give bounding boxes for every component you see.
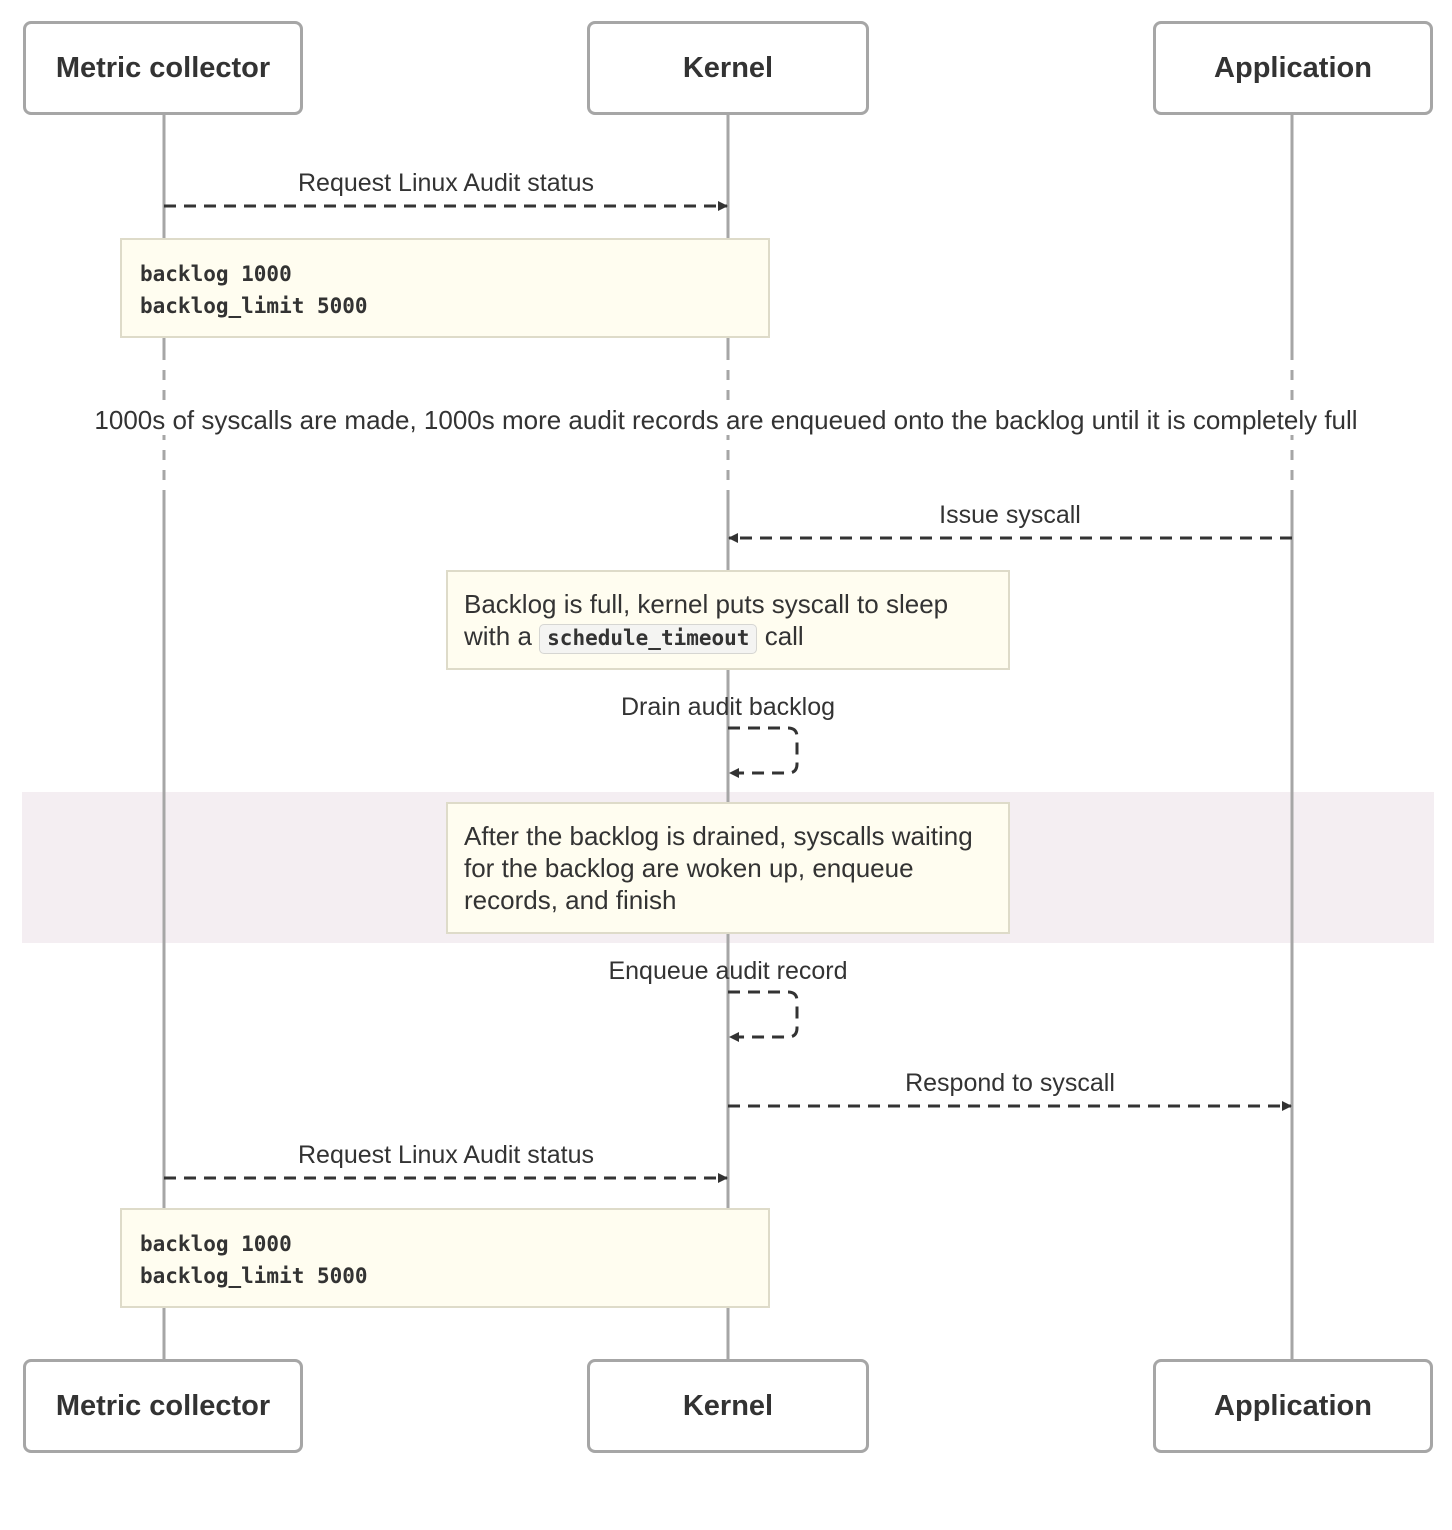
note-audit-status-1: backlog 1000 backlog_limit 5000 — [120, 238, 770, 338]
divider-text: 1000s of syscalls are made, 1000s more a… — [90, 405, 1362, 435]
inline-code: schedule_timeout — [539, 624, 758, 654]
participant-application-top: Application — [1153, 21, 1433, 115]
note-line: for the backlog are woken up, enqueue — [464, 853, 914, 883]
note-text-fragment: call — [764, 621, 804, 651]
message-drain-backlog: Drain audit backlog — [620, 693, 836, 721]
message-issue-syscall: Issue syscall — [939, 501, 1081, 529]
message-request-status-2: Request Linux Audit status — [297, 1141, 595, 1169]
message-respond-syscall: Respond to syscall — [905, 1069, 1115, 1097]
arrow-drain-backlog — [728, 726, 799, 778]
participant-kernel-top: Kernel — [587, 21, 869, 115]
message-request-status-1: Request Linux Audit status — [297, 169, 595, 197]
participant-application-bottom: Application — [1153, 1359, 1433, 1453]
arrow-enqueue-record — [728, 990, 799, 1042]
note-line: backlog 1000 — [140, 262, 292, 286]
participant-collector-bottom: Metric collector — [23, 1359, 303, 1453]
note-line: backlog_limit 5000 — [140, 294, 368, 318]
note-text-fragment: with a — [464, 621, 532, 651]
note-line: Backlog is full, kernel puts syscall to … — [464, 589, 949, 619]
note-line: After the backlog is drained, syscalls w… — [464, 821, 973, 851]
note-line: backlog_limit 5000 — [140, 1264, 368, 1288]
note-backlog-full: Backlog is full, kernel puts syscall to … — [446, 570, 1010, 670]
participant-kernel-bottom: Kernel — [587, 1359, 869, 1453]
note-audit-status-2: backlog 1000 backlog_limit 5000 — [120, 1208, 770, 1308]
divider-label: 1000s of syscalls are made, 1000s more a… — [0, 404, 1452, 436]
note-line: backlog 1000 — [140, 1232, 292, 1256]
note-backlog-drained: After the backlog is drained, syscalls w… — [446, 802, 1010, 934]
message-enqueue-record: Enqueue audit record — [608, 957, 848, 985]
participant-collector-top: Metric collector — [23, 21, 303, 115]
note-line: with a schedule_timeout call — [464, 620, 1008, 654]
note-line: records, and finish — [464, 885, 677, 915]
